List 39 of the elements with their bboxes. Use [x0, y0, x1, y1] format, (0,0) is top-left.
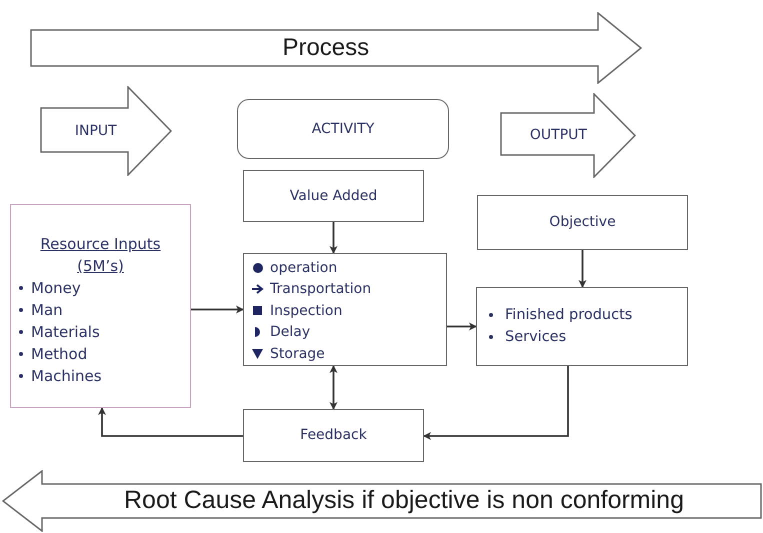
- arrow-label: Root Cause Analysis if objective is non conforming: [124, 485, 684, 516]
- arrow-label: INPUT: [74, 122, 117, 140]
- list-item: Finished products: [505, 306, 632, 325]
- heading: Resource Inputs (5M’s): [39, 234, 162, 277]
- list-item: Inspection: [270, 302, 342, 320]
- process-box: [476, 287, 688, 366]
- list-item: Machines: [31, 366, 102, 387]
- process-box: [477, 195, 688, 250]
- arrow: [330, 365, 338, 410]
- arrow-banner: [2, 470, 762, 532]
- arrow-banner: [40, 86, 172, 176]
- list-item: operation: [270, 258, 338, 277]
- arrow: [447, 322, 477, 330]
- arrow: [578, 250, 586, 288]
- process-box: [243, 170, 424, 222]
- box-label: Feedback: [300, 426, 367, 445]
- arrow-banner: [500, 93, 636, 178]
- list-item: Materials: [31, 322, 100, 343]
- activity-box: [243, 253, 447, 366]
- resource-box: [10, 204, 191, 408]
- list-item: Services: [505, 328, 566, 347]
- list-item: Storage: [270, 344, 325, 363]
- list-item: Money: [31, 278, 81, 299]
- process-box: [243, 409, 424, 462]
- box-label: Value Added: [290, 186, 378, 206]
- arrow: [423, 366, 569, 440]
- list-item: Transportation: [270, 280, 372, 298]
- arrow-banner: [30, 12, 642, 84]
- arrow: [330, 222, 338, 254]
- list-item: Man: [31, 300, 63, 321]
- list-item: Method: [31, 344, 88, 365]
- box-label: Objective: [549, 213, 616, 232]
- arrow: [98, 407, 243, 437]
- arrow-label: Process: [282, 33, 370, 63]
- rounded-box: [237, 99, 449, 159]
- arrow: [191, 306, 244, 314]
- box-label: ACTIVITY: [312, 120, 374, 138]
- list-item: Delay: [270, 323, 310, 342]
- arrow-label: OUTPUT: [530, 126, 587, 145]
